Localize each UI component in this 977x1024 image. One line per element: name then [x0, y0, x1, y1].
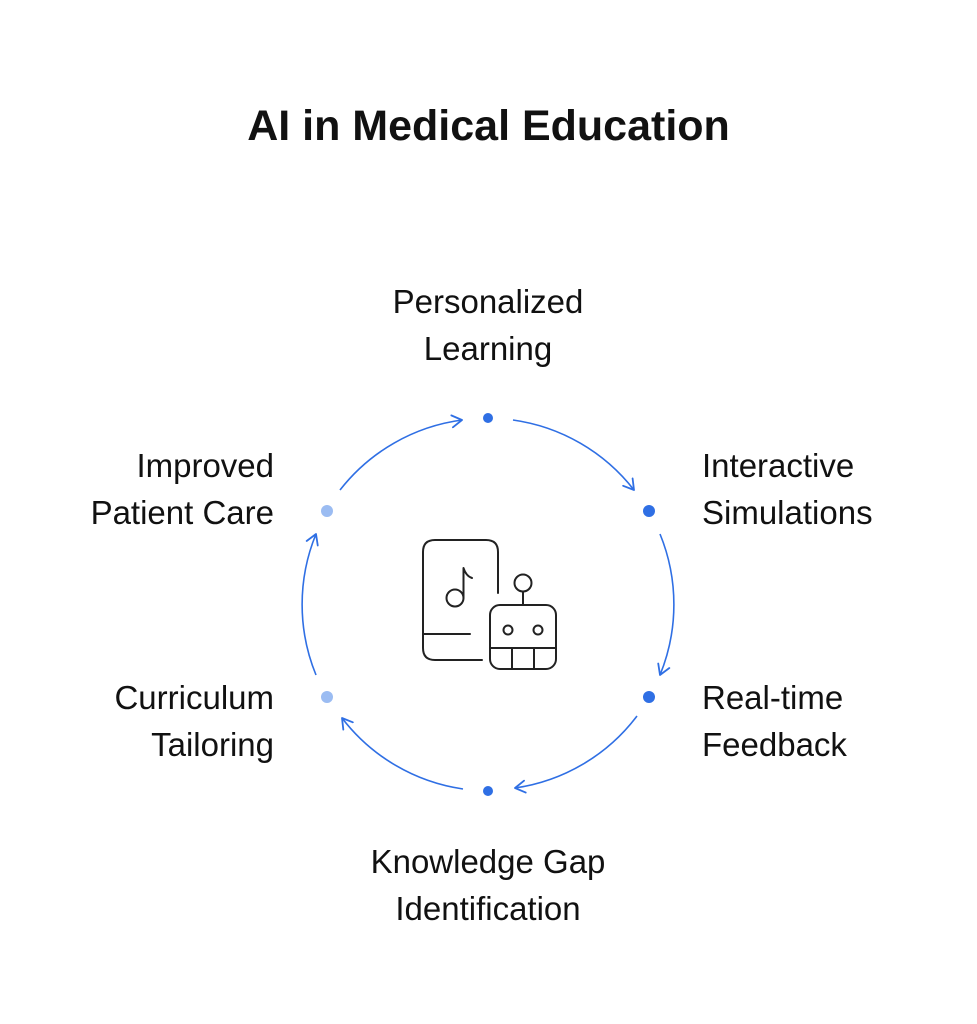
step-label-line: Knowledge Gap: [370, 843, 606, 880]
step-node-2: [643, 505, 655, 517]
step-label-line: Improved: [136, 447, 274, 484]
step-node-4: [483, 786, 493, 796]
step-label-line: Real-time: [702, 679, 844, 716]
phone-and-robot-icon: [422, 539, 557, 670]
cycle-arrow-6: [339, 414, 463, 491]
step-node-6: [321, 505, 333, 517]
cycle-arrow-4: [341, 717, 464, 790]
diagram-title: AI in Medical Education: [247, 102, 730, 150]
step-label-line: Simulations: [702, 494, 873, 531]
cycle-arrow-2: [657, 533, 675, 676]
step-label-personalized-learning: Personalized Learning: [288, 278, 688, 372]
step-label-improved-patient-care: Improved Patient Care: [91, 442, 274, 536]
step-node-5: [321, 691, 333, 703]
step-node-1: [483, 413, 493, 423]
step-label-real-time-feedback: Real-time Feedback: [702, 674, 847, 768]
step-label-interactive-simulations: Interactive Simulations: [702, 442, 873, 536]
step-label-line: Curriculum: [114, 679, 274, 716]
step-label-line: Feedback: [702, 726, 847, 763]
step-label-line: Patient Care: [90, 494, 274, 531]
step-label-line: Tailoring: [151, 726, 274, 763]
step-node-3: [643, 691, 655, 703]
cycle-arrow-1: [512, 419, 635, 491]
step-label-curriculum-tailoring: Curriculum Tailoring: [114, 674, 274, 768]
step-label-line: Learning: [423, 330, 553, 367]
step-label-line: Personalized: [392, 283, 584, 320]
cycle-arrow-5: [301, 533, 319, 676]
step-label-knowledge-gap-identification: Knowledge Gap Identification: [288, 838, 688, 932]
step-label-line: Interactive: [702, 447, 855, 484]
cycle-arrow-3: [514, 715, 638, 794]
step-label-line: Identification: [395, 890, 581, 927]
